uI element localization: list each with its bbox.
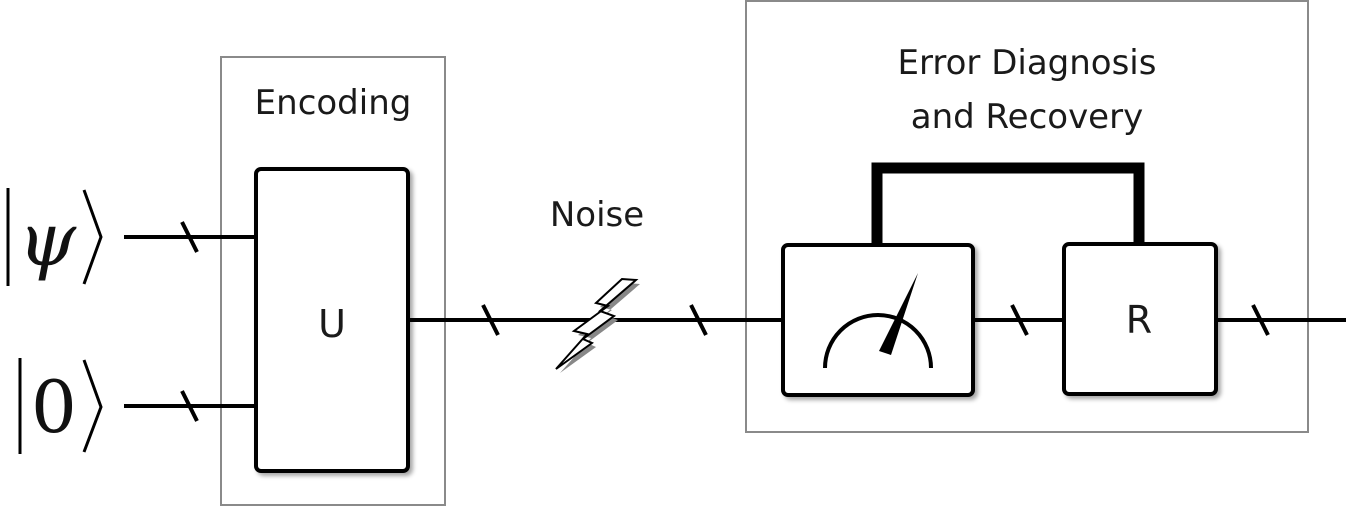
psi-wire-slash: [180, 221, 199, 253]
svg-text:ψ: ψ: [18, 197, 77, 283]
encoding-label: Encoding: [255, 83, 412, 123]
recovery-label-line2: and Recovery: [911, 97, 1143, 137]
encoding-gate: [254, 167, 410, 473]
output-wire-slash: [1251, 304, 1270, 336]
main-wire-slash-1: [481, 304, 500, 336]
classical-control-line: [871, 162, 1145, 246]
noise-label: Noise: [550, 195, 644, 235]
main-wire-slash-2: [689, 304, 708, 336]
ket-zero: 0: [18, 358, 103, 454]
encoding-frame: [220, 56, 446, 506]
recovery-gate: [1062, 242, 1218, 396]
recovery-frame: [745, 0, 1309, 433]
zero-wire-slash: [180, 390, 199, 422]
encoding-gate-label: U: [318, 302, 346, 346]
ket-psi: ψ: [6, 188, 103, 286]
svg-text:0: 0: [31, 365, 77, 449]
recovery-gate-label: R: [1126, 298, 1152, 342]
meter-icon: [823, 273, 933, 369]
measurement-box: [781, 243, 975, 397]
lightning-bolt-icon: [555, 277, 640, 373]
recovery-label-line1: Error Diagnosis: [898, 43, 1157, 83]
meter-to-r-slash: [1010, 304, 1029, 336]
